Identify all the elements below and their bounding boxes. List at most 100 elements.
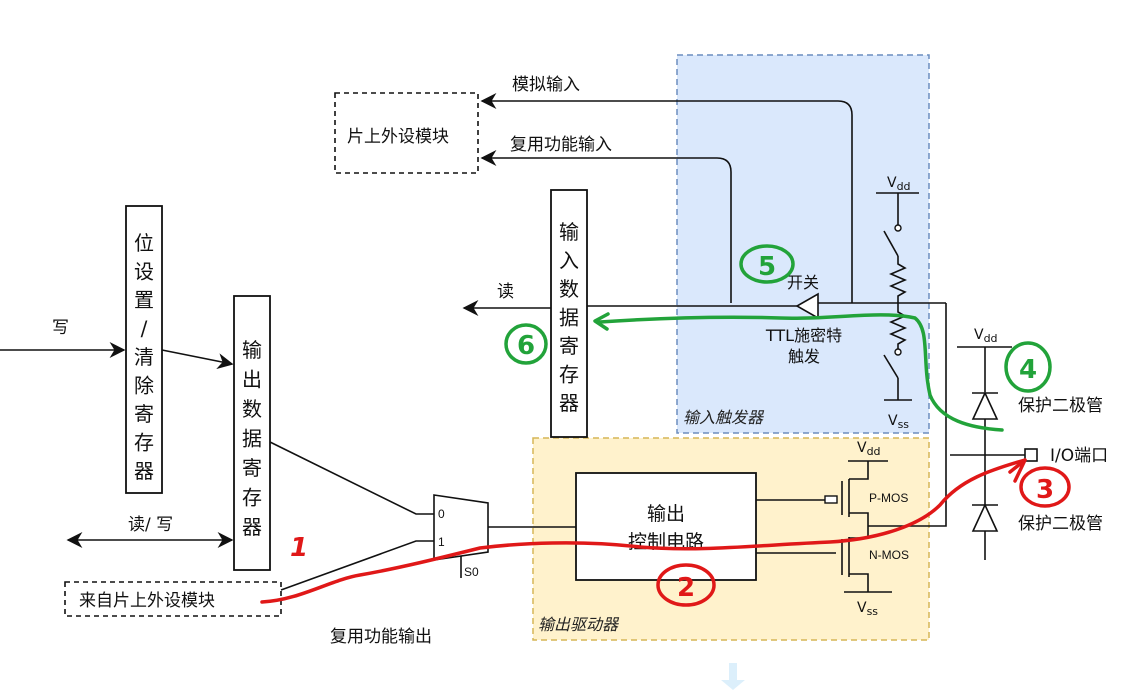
odr-char: 据 (242, 427, 262, 451)
idr-char: 数 (559, 277, 579, 301)
output-path-annotation (260, 458, 1027, 604)
schmitt-trigger-buffer (795, 292, 819, 320)
annotation-4-circle (1004, 341, 1052, 393)
alt-function-input-wire (480, 150, 732, 303)
nmos-source (849, 573, 869, 592)
io-port-label: I/O端口 (1050, 446, 1108, 466)
nmos-label: N-MOS (869, 548, 909, 562)
pullup-switch-contact (894, 224, 902, 232)
bsr-char: 存 (134, 431, 154, 455)
mux-shape (433, 494, 489, 561)
bsr-char: 位 (134, 231, 154, 255)
annotation-5-circle (739, 244, 795, 284)
pulldown-switch-contact (894, 348, 902, 356)
trigger-vss-label: Vss (888, 413, 909, 431)
download-arrow-icon (721, 663, 745, 690)
annotation-6: 6 (517, 331, 535, 361)
pulldown-resistor (888, 303, 908, 349)
driver-output-wire (868, 303, 947, 527)
protection-diodes: Vdd 保护二极管 保护二极管 (957, 327, 1103, 560)
odr-to-mux-wire (269, 441, 434, 515)
bsr-char: 清 (134, 345, 154, 369)
bsr-char: 除 (134, 374, 154, 398)
pmos-source (849, 461, 869, 480)
annotation-2: 2 (677, 573, 695, 603)
bsr-char: 置 (134, 288, 154, 312)
from-peripheral-module: 来自片上外设模块 (64, 581, 282, 617)
driver-vss-label: Vss (857, 600, 878, 618)
from-peripheral-label: 来自片上外设模块 (79, 591, 215, 611)
bsr-char: 设 (134, 260, 154, 284)
input-path-annotation (598, 313, 1004, 432)
bsr-char: 寄 (134, 402, 154, 426)
analog-input-wire (480, 93, 853, 303)
output-driver-title: 输出驱动器 (538, 615, 620, 634)
input-data-register-box (550, 189, 588, 438)
peripheral-module-box (334, 92, 479, 174)
odr-char: 存 (242, 486, 262, 510)
read-write-label: 读/ 写 (128, 515, 173, 535)
diode-bottom-label: 保护二极管 (1018, 514, 1103, 534)
pullup-resistor (888, 256, 908, 303)
pmos-transistor: P-MOS Vdd (824, 440, 908, 538)
output-path-arrowhead (1008, 458, 1027, 483)
output-control-circuit: 输出 控制电路 (575, 472, 757, 581)
write-label: 写 (52, 318, 69, 338)
input-trigger-region: 输入触发器 (676, 54, 930, 434)
pullup-switch (883, 230, 899, 257)
mux-select-label: S0 (464, 565, 479, 579)
pmos-gate-bubble (824, 495, 838, 504)
idr-char: 器 (559, 391, 579, 415)
peripheral-module: 片上外设模块 (334, 92, 479, 174)
input-trigger-box (676, 54, 930, 434)
input-path-arrowhead (593, 312, 610, 331)
pmos-label: P-MOS (869, 491, 908, 505)
odr-char: 出 (242, 368, 262, 392)
idr-char: 入 (559, 249, 579, 273)
annotation-6-circle (504, 323, 548, 365)
annotation-2-circle (656, 563, 716, 607)
bsr-to-odr-arrow (161, 349, 234, 370)
annotation-3-circle (1019, 466, 1071, 508)
mux-input-0: 0 (438, 507, 445, 521)
annotation-3: 3 (1036, 475, 1054, 505)
idr-char: 寄 (559, 334, 579, 358)
io-port-pin[interactable] (1024, 448, 1038, 462)
input-trigger-title: 输入触发器 (683, 408, 765, 427)
read-label: 读 (497, 282, 514, 302)
odr-char: 寄 (242, 456, 262, 480)
annotation-4: 4 (1019, 355, 1037, 385)
pmos-drain (849, 512, 869, 538)
driver-vdd-label: Vdd (857, 440, 881, 458)
diode-bottom-symbol (971, 503, 999, 532)
odr-char: 数 (242, 397, 262, 421)
annotation-1: 1 (290, 533, 308, 563)
odr-char: 器 (242, 515, 262, 539)
idr-char: 据 (559, 306, 579, 330)
mux-input-1: 1 (438, 535, 445, 549)
pull-up-network: Vdd (876, 175, 919, 303)
output-data-register-box (233, 295, 271, 571)
annotation-5: 5 (758, 252, 776, 282)
bsr-char: / (141, 317, 148, 341)
output-control-line1: 输出 (647, 503, 685, 525)
diode-top-symbol (971, 391, 999, 420)
pulldown-switch (883, 354, 899, 379)
peripheral-module-label: 片上外设模块 (347, 127, 449, 147)
switch-label: 开关 (787, 273, 819, 292)
alt-function-output-label: 复用功能输出 (330, 627, 432, 647)
diode-top-label: 保护二极管 (1018, 396, 1103, 416)
multiplexer: 0 1 S0 (433, 494, 489, 579)
from-peripheral-box (64, 581, 282, 617)
schmitt-label-line2: 触发 (788, 347, 820, 366)
idr-char: 存 (559, 363, 579, 387)
schmitt-label-line1: TTL施密特 (765, 326, 842, 345)
bit-set-reset-register-box (125, 205, 163, 494)
pull-down-network: Vss (883, 303, 912, 431)
odr-char: 输 (242, 338, 262, 362)
protection-vdd-label: Vdd (974, 327, 998, 345)
